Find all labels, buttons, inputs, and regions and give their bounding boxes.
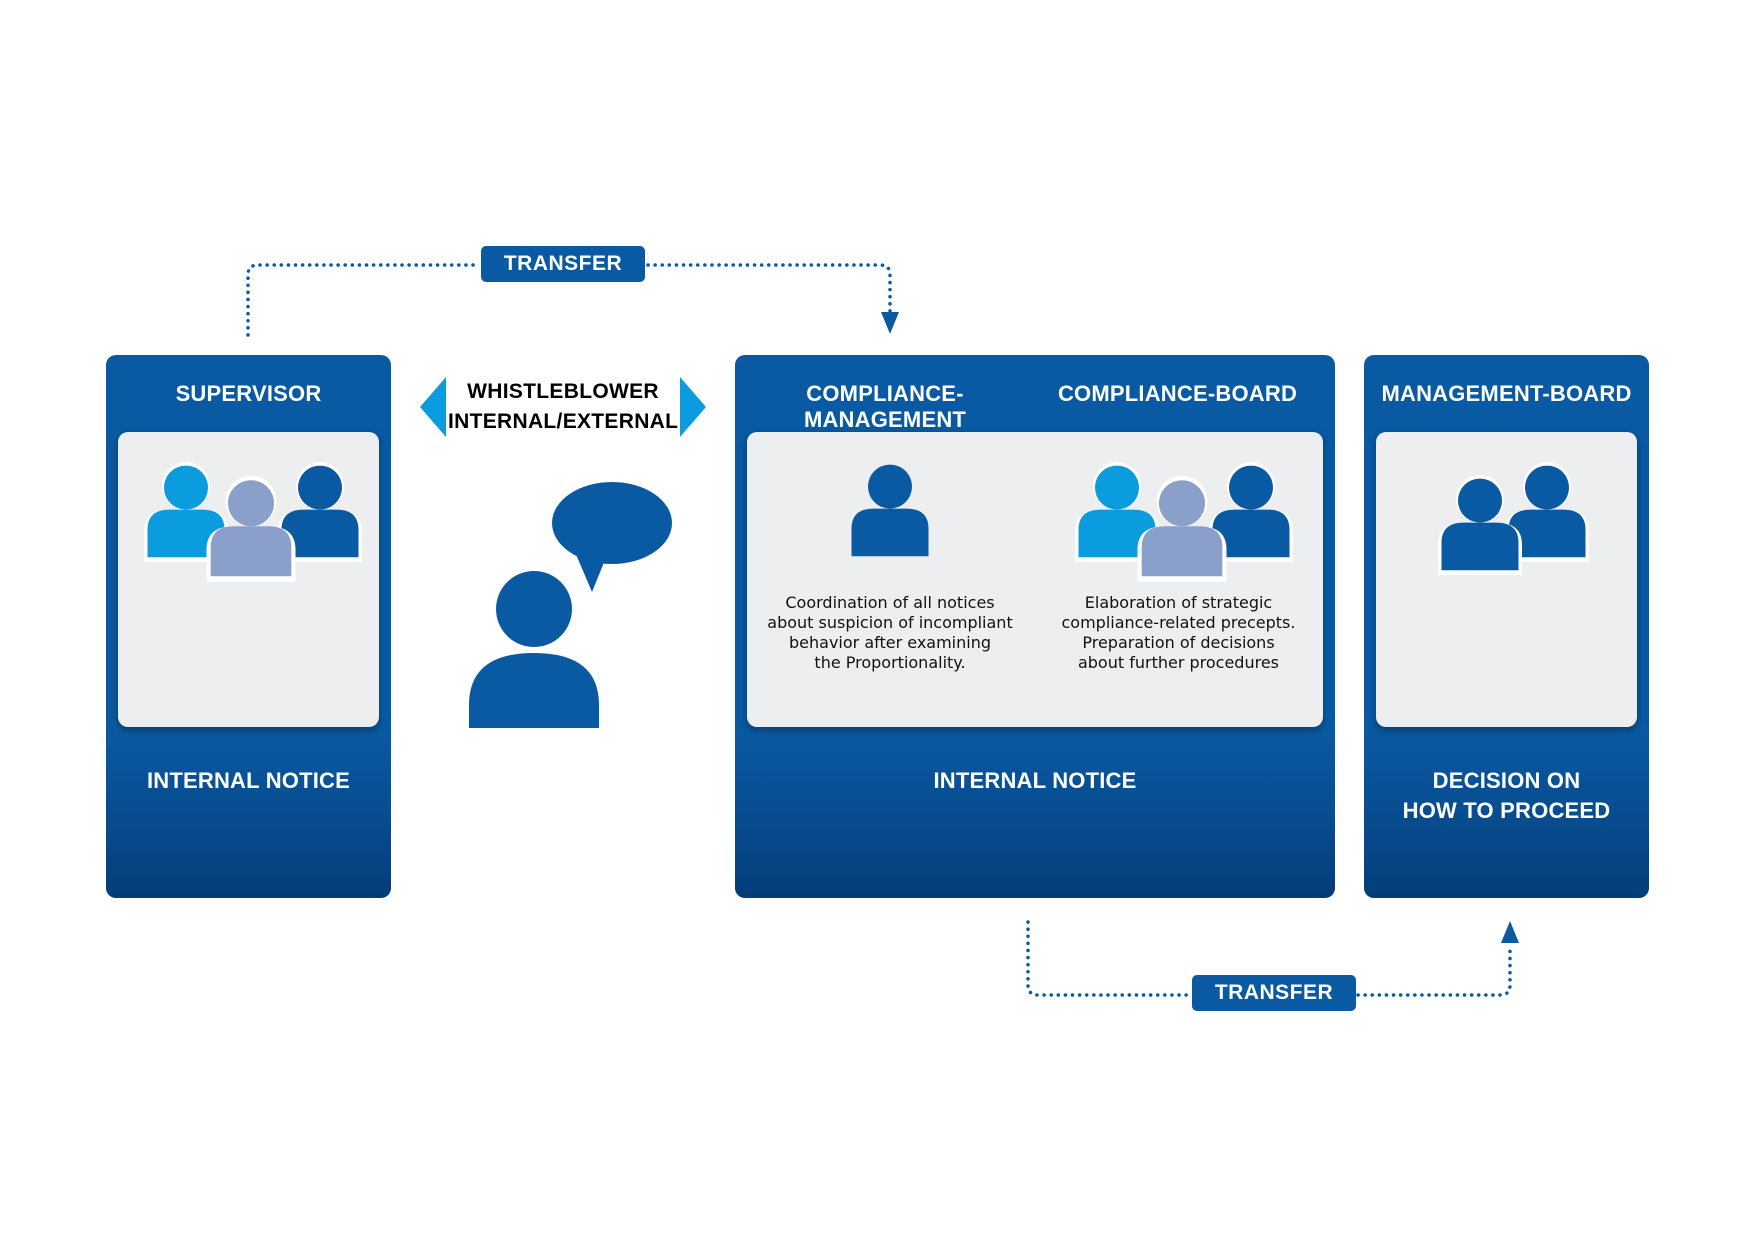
speech-bubble-icon bbox=[552, 482, 672, 564]
whistleblower-line1: WHISTLEBLOWER bbox=[467, 380, 659, 403]
compliance-management-person-icon bbox=[851, 464, 929, 557]
management-board-card bbox=[1376, 432, 1637, 727]
whistleblower-label: WHISTLEBLOWER INTERNAL/EXTERNAL bbox=[448, 377, 678, 437]
supervisor-title: SUPERVISOR bbox=[175, 381, 322, 406]
arrow-down-icon bbox=[881, 312, 899, 334]
cb-desc-line: Elaboration of strategic bbox=[1084, 593, 1273, 612]
management-board-group-icon bbox=[1438, 462, 1589, 575]
transfer-badge-bottom: TRANSFER bbox=[1192, 975, 1356, 1011]
cm-desc-line: Coordination of all notices bbox=[785, 593, 995, 612]
management-board-footer-line2: HOW TO PROCEED bbox=[1402, 798, 1611, 823]
cm-desc-line: about suspicion of incompliant bbox=[767, 613, 1013, 632]
supervisor-group-icon bbox=[144, 462, 362, 582]
compliance-card bbox=[747, 432, 1323, 727]
top-transfer-connector bbox=[246, 263, 1512, 997]
compliance-management-title: COMPLIANCE-MANAGEMENT bbox=[803, 381, 967, 432]
compliance-footer: INTERNAL NOTICE bbox=[933, 768, 1137, 793]
management-board-title: MANAGEMENT-BOARD bbox=[1381, 381, 1632, 406]
compliance-board-group-icon bbox=[1075, 462, 1293, 582]
compliance-board-title: COMPLIANCE-BOARD bbox=[1057, 381, 1298, 406]
management-board-panel: MANAGEMENT-BOARD DECISION ON HOW TO PROC… bbox=[1364, 355, 1649, 898]
arrow-up-icon bbox=[1501, 921, 1519, 943]
arrow-left-icon bbox=[420, 377, 446, 437]
whistleblower-icon bbox=[469, 482, 672, 728]
person-icon bbox=[1137, 475, 1227, 582]
management-board-footer-line1: DECISION ON bbox=[1432, 768, 1581, 793]
compliance-management-description: Coordination of all notices about suspic… bbox=[750, 593, 1030, 673]
cb-desc-line: about further procedures bbox=[1077, 653, 1280, 672]
cm-desc-line: behavior after examining bbox=[789, 633, 991, 652]
compliance-panel: COMPLIANCE-MANAGEMENT COMPLIANCE-BOARD I… bbox=[735, 355, 1335, 898]
person-icon bbox=[1438, 475, 1522, 575]
compliance-board-description: Elaboration of strategic compliance-rela… bbox=[1036, 593, 1321, 673]
cm-desc-line: the Proportionality. bbox=[814, 653, 966, 672]
management-board-footer: DECISION ON HOW TO PROCEED bbox=[1364, 766, 1649, 826]
transfer-badge-top: TRANSFER bbox=[481, 246, 645, 282]
whistleblower-line2: INTERNAL/EXTERNAL bbox=[448, 410, 679, 433]
arrow-right-icon bbox=[680, 377, 706, 437]
speech-bubble-tail bbox=[575, 552, 605, 592]
cb-desc-line: compliance-related precepts. bbox=[1061, 613, 1296, 632]
person-icon bbox=[206, 475, 296, 582]
supervisor-footer: INTERNAL NOTICE bbox=[146, 768, 351, 793]
cb-desc-line: Preparation of decisions bbox=[1082, 633, 1275, 652]
